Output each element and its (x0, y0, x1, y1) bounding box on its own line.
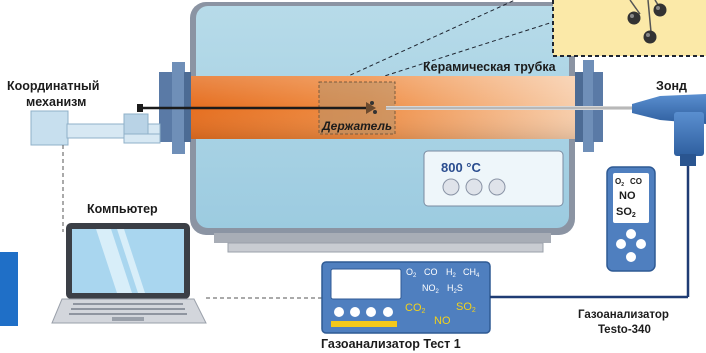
ceramic-tube-label: Керамическая трубка (423, 60, 557, 74)
furnace-base-shadow (214, 233, 551, 243)
test1-screen (330, 268, 402, 300)
furnace-base (227, 242, 544, 253)
test1-gas-co2: CO2 (405, 302, 426, 315)
test1-gas-h2s: H2S (447, 283, 463, 295)
furnace-control-panel: 800 °C (423, 150, 564, 207)
inset-border (552, 0, 706, 57)
inset-beads-icon (627, 0, 667, 44)
side-blue-panel (0, 252, 18, 326)
inset-pointer-line-1 (343, 0, 516, 79)
mechanism-carriage (123, 113, 149, 135)
testo-label-line2: Testo-340 (598, 324, 651, 336)
test1-button-4[interactable] (383, 307, 393, 317)
testo-button-bottom[interactable] (626, 252, 636, 262)
magnified-inset (343, 0, 706, 81)
test1-button-2[interactable] (350, 307, 360, 317)
screen-glare-2 (117, 229, 145, 293)
testo-gas-o2: O2 (615, 177, 624, 188)
laptop-touchpad (112, 317, 144, 321)
computer-label: Компьютер (87, 202, 158, 216)
control-panel-box (423, 150, 564, 207)
testo-button-left[interactable] (616, 239, 626, 249)
testo-button-right[interactable] (636, 239, 646, 249)
furnace-knob-1[interactable] (442, 178, 460, 196)
testo-button-top[interactable] (626, 229, 636, 239)
holder-label: Держатель (321, 119, 392, 133)
probe-connector (680, 154, 696, 166)
test1-yellow-strip (331, 321, 397, 327)
mechanism-clamp (123, 133, 161, 144)
test1-gas-o2: O2 (406, 267, 417, 279)
testo-gas-so2: SO2 (616, 206, 636, 219)
laptop-keyboard (69, 303, 187, 315)
testo-screen (613, 173, 649, 223)
probe-handle (674, 112, 704, 156)
gas-analyzer-test1: O2 CO H2 CH4 NO2 H2S CO2 SO2 NO Газоанал… (321, 261, 491, 351)
probe: Зонд (632, 79, 706, 297)
furnace-knob-3[interactable] (488, 178, 506, 196)
temperature-display: 800 °C (441, 160, 482, 175)
test1-gas-no2: NO2 (422, 283, 440, 295)
computer: Компьютер (51, 202, 207, 324)
test1-button-3[interactable] (366, 307, 376, 317)
screen-glare-1 (96, 229, 132, 293)
inset-background (553, 0, 706, 56)
test1-gas-co: CO (424, 267, 438, 277)
rod-end-cap (137, 104, 143, 112)
coordinate-mechanism: Координатный механизм (7, 79, 161, 146)
furnace-knob-2[interactable] (465, 178, 483, 196)
test1-label: Газоанализатор Тест 1 (321, 337, 461, 351)
mechanism-body (30, 110, 69, 146)
test1-button-1[interactable] (334, 307, 344, 317)
test1-gas-ch4: CH4 (463, 267, 480, 279)
test1-gas-h2: H2 (446, 267, 457, 279)
sample-holder-icon (366, 101, 377, 114)
coordinate-mechanism-label-line1: Координатный (7, 79, 99, 93)
inset-pointer-line-2 (371, 21, 554, 81)
gas-analyzer-testo340: O2 CO NO SO2 Газоанализатор Testo-340 (578, 166, 669, 336)
coordinate-mechanism-label-line2: механизм (26, 95, 86, 109)
test1-gas-no: NO (434, 315, 451, 327)
testo-gas-no: NO (619, 190, 636, 202)
probe-label: Зонд (656, 79, 687, 93)
testo-label-line1: Газоанализатор (578, 309, 669, 321)
test1-gas-so2: SO2 (456, 301, 476, 314)
testo-gas-co: CO (630, 177, 642, 186)
